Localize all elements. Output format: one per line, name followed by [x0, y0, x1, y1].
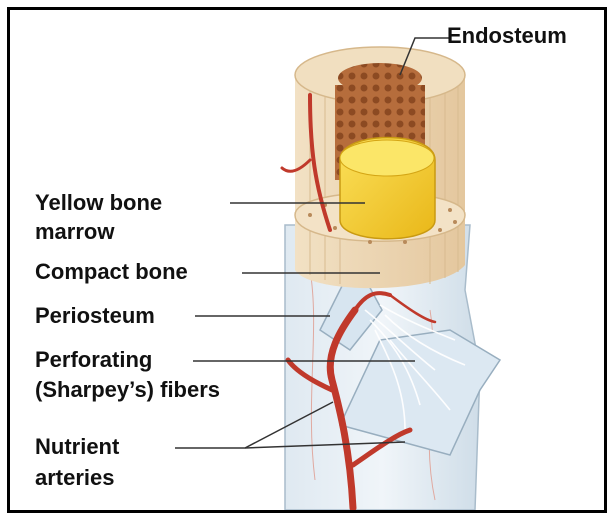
label-compact-bone: Compact bone — [35, 259, 188, 285]
label-yellow-bone-marrow-line1: Yellow bone — [35, 190, 162, 216]
label-nutrient-line2: arteries — [35, 465, 115, 491]
label-perforating-line2: (Sharpey’s) fibers — [35, 377, 220, 403]
label-nutrient-line1: Nutrient — [35, 434, 119, 460]
label-yellow-bone-marrow-line2: marrow — [35, 219, 114, 245]
figure-frame: Endosteum Yellow bone marrow Compact bon… — [7, 7, 607, 513]
label-endosteum: Endosteum — [447, 23, 567, 49]
yellow-bone-marrow — [340, 138, 435, 239]
label-periosteum: Periosteum — [35, 303, 155, 329]
label-perforating-line1: Perforating — [35, 347, 152, 373]
